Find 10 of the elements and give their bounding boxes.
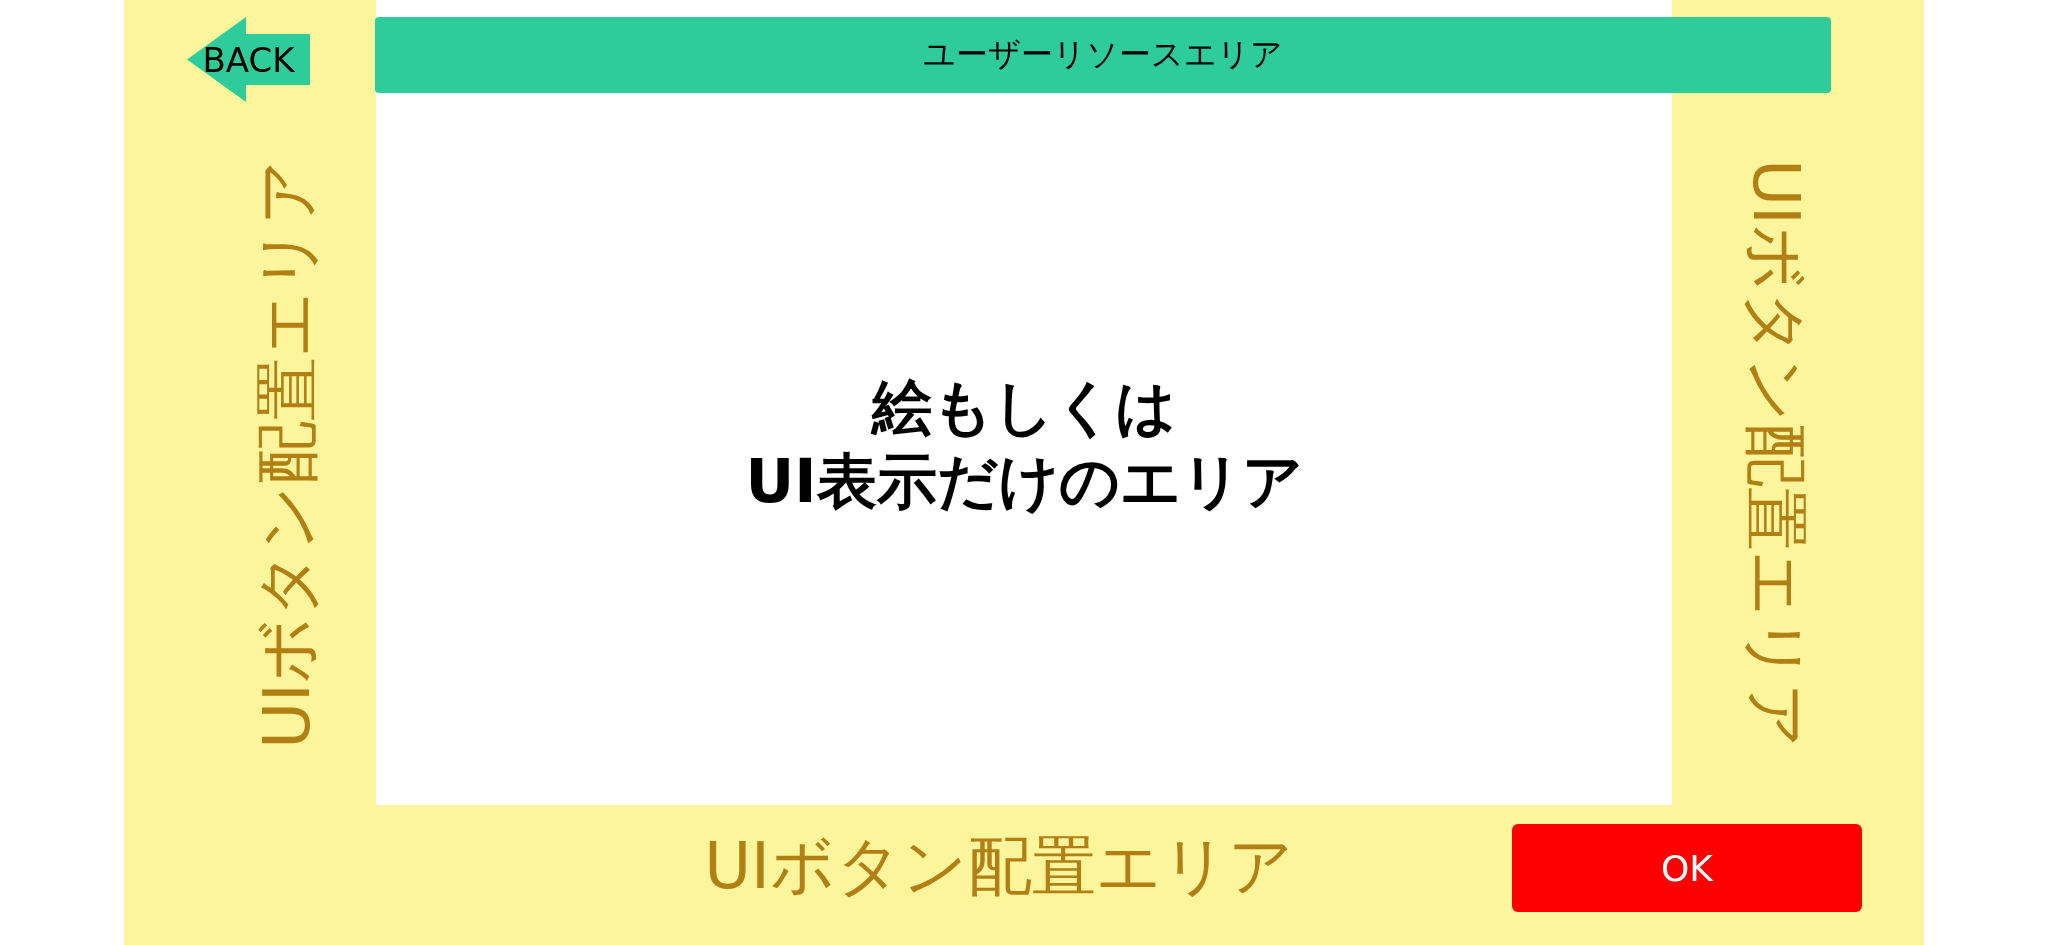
back-button: BACK	[187, 17, 310, 102]
resource-bar: ユーザーリソースエリア	[375, 17, 1831, 93]
button-area-panel	[124, 0, 1924, 945]
ok-button: OK	[1512, 824, 1862, 912]
area-label: UIボタン配置エリア	[704, 834, 1294, 898]
area-label: UI表示だけのエリア	[744, 445, 1304, 518]
area-label: 絵もしくは	[869, 371, 1177, 444]
area-label: UIボタン配置エリア	[1744, 159, 1808, 749]
area-label: UIボタン配置エリア	[255, 159, 319, 749]
display-area-panel	[376, 0, 1672, 805]
